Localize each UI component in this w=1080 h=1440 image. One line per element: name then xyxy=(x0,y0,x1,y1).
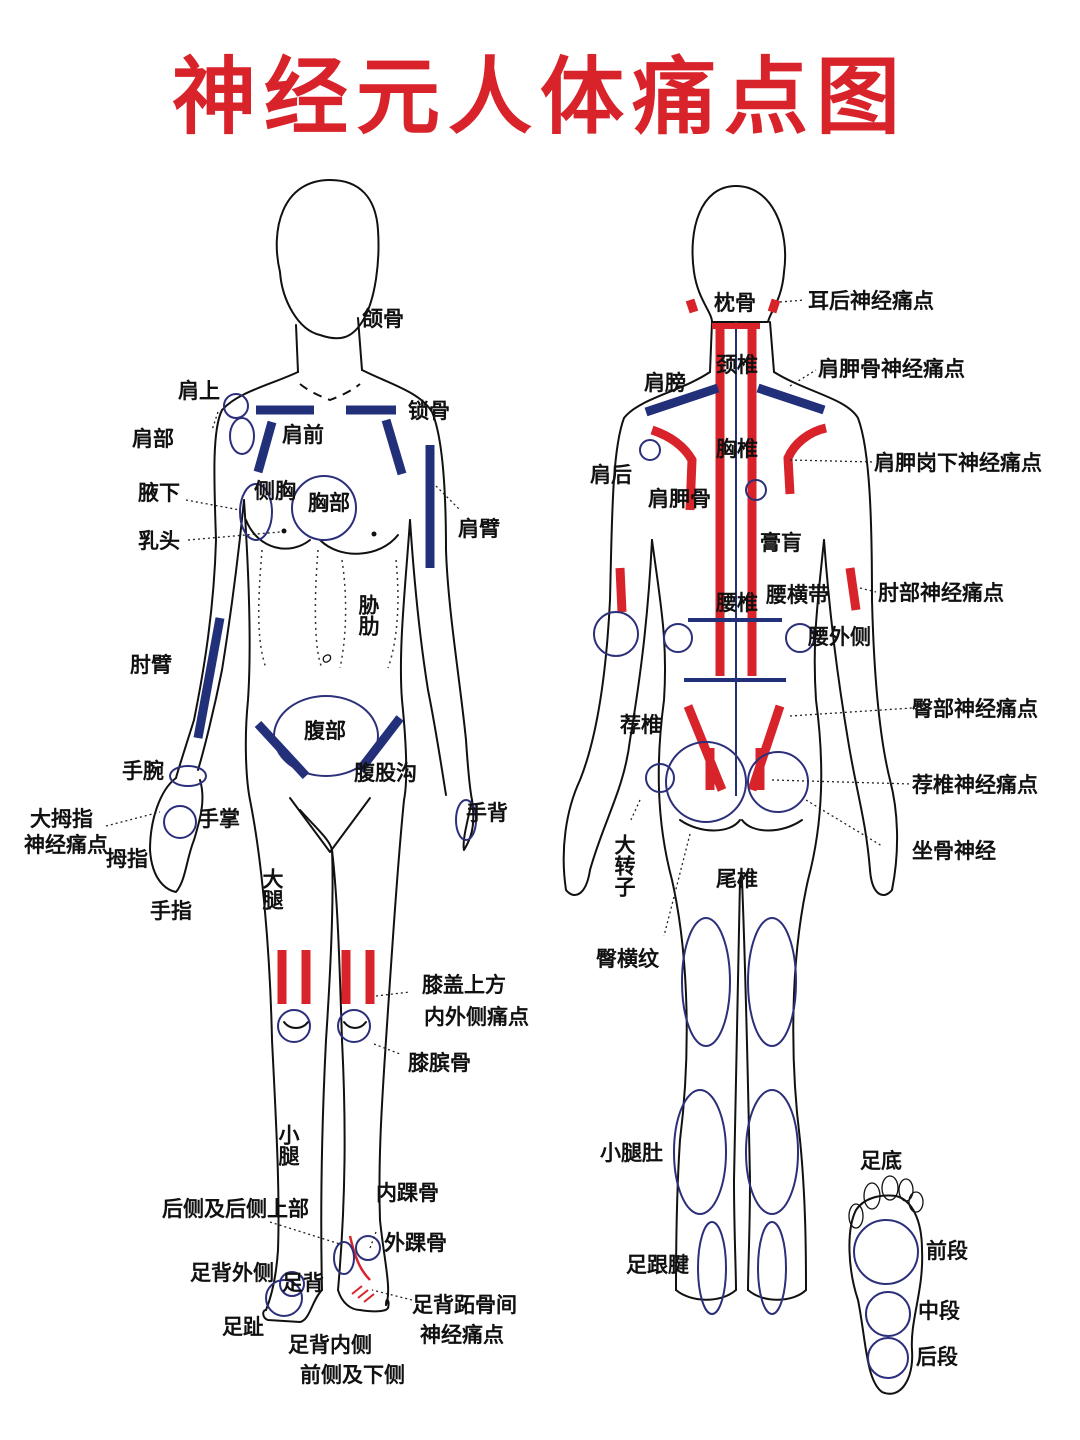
label-gluteal-nerve: 臀部神经痛点 xyxy=(912,697,1038,721)
label-sole-rear: 后段 xyxy=(916,1345,958,1369)
back-pain-shoulder-left xyxy=(644,383,720,417)
label-coccyx: 尾椎 xyxy=(716,867,758,891)
front-pain-groin-left xyxy=(254,720,310,780)
label-shoulder-blade-upper: 肩膀 xyxy=(644,371,686,395)
label-shoulder-top: 肩上 xyxy=(178,379,220,403)
label-sole-middle: 中段 xyxy=(918,1299,960,1323)
label-thumb-nerve-1: 大拇指 xyxy=(30,807,93,831)
label-gaohuang: 膏肓 xyxy=(760,531,802,555)
label-metatarsal-2: 神经痛点 xyxy=(420,1323,504,1347)
label-elbow-nerve: 肘部神经痛点 xyxy=(878,581,1004,605)
front-pain-forearm xyxy=(193,617,225,739)
label-wrist: 手腕 xyxy=(122,759,164,783)
label-inner-ankle: 内踝骨 xyxy=(376,1181,439,1205)
front-pain-shoulder-right xyxy=(381,418,407,476)
label-waist-band: 腰横带 xyxy=(765,583,829,607)
label-occipital: 枕骨 xyxy=(714,291,756,315)
label-scapula: 肩胛骨 xyxy=(648,487,711,511)
back-pain-ear-right xyxy=(767,298,781,314)
back-labels: 枕骨 耳后神经痛点 颈椎 肩膀 肩胛骨神经痛点 胸椎 肩后 肩胛岗下神经痛点 肩… xyxy=(590,289,1042,1277)
sole-labels: 足底 前段 中段 后段 xyxy=(860,1149,968,1369)
label-waist-outer: 腰外侧 xyxy=(807,625,871,649)
label-thigh: 大腿 xyxy=(260,868,284,911)
back-pain-ear-left xyxy=(685,298,699,314)
front-figure xyxy=(105,179,477,1323)
label-side-chest: 侧胸 xyxy=(254,479,296,503)
label-shoulder: 肩部 xyxy=(132,427,174,451)
label-metatarsal-1: 足背跖骨间 xyxy=(412,1293,517,1317)
label-thumb: 拇指 xyxy=(106,847,148,871)
label-calf-belly: 小腿肚 xyxy=(600,1141,663,1165)
label-thumb-nerve-2: 神经痛点 xyxy=(24,833,108,857)
label-sole-front: 前段 xyxy=(926,1239,968,1263)
front-labels: 颌骨 肩上 锁骨 肩部 肩前 腋下 侧胸 胸部 肩臂 乳头 胁肋 肘臂 腹部 手… xyxy=(24,307,529,1387)
label-achilles: 足跟腱 xyxy=(626,1253,690,1277)
back-pain-elbow-right xyxy=(845,567,861,611)
sole-figure xyxy=(848,1175,924,1395)
label-rear-shoulder: 肩后 xyxy=(590,463,632,487)
back-pain-shoulder-right xyxy=(756,383,826,415)
label-sciatic: 坐骨神经 xyxy=(912,839,996,863)
label-forearm: 肘臂 xyxy=(130,653,172,677)
label-abdomen: 腹部 xyxy=(304,719,346,743)
label-dorsum-outer: 足背外侧 xyxy=(190,1261,274,1285)
label-groin: 腹股沟 xyxy=(354,761,417,785)
page-title: 神经元人体痛点图 xyxy=(171,48,908,146)
label-jaw: 颌骨 xyxy=(362,307,404,331)
label-scapula-nerve: 肩胛骨神经痛点 xyxy=(818,357,965,381)
label-lumbar: 腰椎 xyxy=(715,591,758,615)
back-pain-elbow-left xyxy=(615,567,627,613)
label-knee-sides: 内外侧痛点 xyxy=(424,1005,529,1029)
label-upper-arm: 肩臂 xyxy=(458,517,500,541)
label-trochanter: 大转子 xyxy=(612,834,636,898)
label-outer-ankle: 外踝骨 xyxy=(384,1231,447,1255)
label-rear-upper: 后侧及后侧上部 xyxy=(162,1197,309,1221)
label-nipple: 乳头 xyxy=(138,529,180,553)
back-figure xyxy=(562,185,913,1315)
label-sacral-nerve: 荐椎神经痛点 xyxy=(911,773,1038,797)
label-thoracic: 胸椎 xyxy=(716,437,758,461)
label-subspinal-nerve: 肩胛岗下神经痛点 xyxy=(874,451,1042,475)
label-front-lower: 前侧及下侧 xyxy=(300,1363,405,1387)
label-knee-above: 膝盖上方 xyxy=(422,973,506,997)
label-hand-back: 手背 xyxy=(466,801,508,825)
front-pain-shoulder-front xyxy=(253,420,277,474)
label-finger: 手指 xyxy=(150,899,192,923)
label-calf: 小腿 xyxy=(276,1124,300,1167)
label-ear-nerve: 耳后神经痛点 xyxy=(808,289,934,313)
label-sole: 足底 xyxy=(860,1149,902,1173)
label-cervical: 颈椎 xyxy=(716,353,758,377)
label-toe: 足趾 xyxy=(222,1315,264,1339)
label-chest: 胸部 xyxy=(308,491,350,515)
label-clavicle: 锁骨 xyxy=(408,399,450,423)
label-shoulder-front: 肩前 xyxy=(282,423,324,447)
label-ribs: 胁肋 xyxy=(356,594,380,637)
label-armpit: 腋下 xyxy=(138,481,180,505)
label-palm: 手掌 xyxy=(198,807,240,831)
label-patella: 膝膑骨 xyxy=(408,1051,471,1075)
label-gluteal-fold: 臀横纹 xyxy=(596,947,660,971)
label-sacral: 荐椎 xyxy=(619,713,662,737)
back-pain-glute-left xyxy=(683,704,727,792)
label-dorsum-inner: 足背内侧 xyxy=(288,1333,372,1357)
label-dorsum: 足背 xyxy=(282,1271,324,1295)
